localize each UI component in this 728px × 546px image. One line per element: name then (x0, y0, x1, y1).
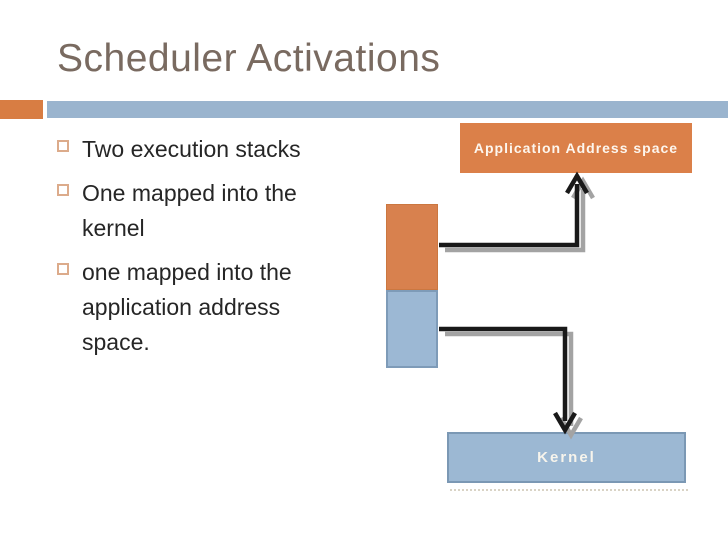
execution-stack-application-segment (386, 204, 438, 290)
bullet-item: one mapped into the application address … (57, 255, 329, 360)
application-address-space-label: Application Address space (473, 140, 679, 156)
bullet-list: Two execution stacks One mapped into the… (57, 132, 329, 369)
slide-title: Scheduler Activations (57, 37, 441, 80)
bullet-text: Two execution stacks (82, 136, 301, 162)
arrow-to-application-shadow (445, 176, 595, 253)
kernel-box: Kernel (447, 432, 686, 483)
execution-stack-kernel-segment (386, 290, 438, 368)
kernel-label: Kernel (537, 449, 596, 466)
title-divider-blue-bar (47, 101, 728, 118)
title-divider-orange-block (0, 100, 43, 119)
bullet-item: Two execution stacks (57, 132, 329, 167)
arrow-to-kernel-shadow (445, 331, 583, 440)
square-bullet-icon (57, 184, 69, 196)
bullet-text: One mapped into the kernel (82, 180, 297, 241)
arrow-to-application (439, 171, 589, 248)
bullet-text: one mapped into the application address … (82, 259, 292, 355)
square-bullet-icon (57, 263, 69, 275)
bullet-item: One mapped into the kernel (57, 176, 329, 246)
square-bullet-icon (57, 140, 69, 152)
arrow-to-kernel (439, 326, 577, 435)
application-address-space-box: Application Address space (460, 123, 692, 173)
kernel-box-shadow-line (450, 489, 688, 491)
